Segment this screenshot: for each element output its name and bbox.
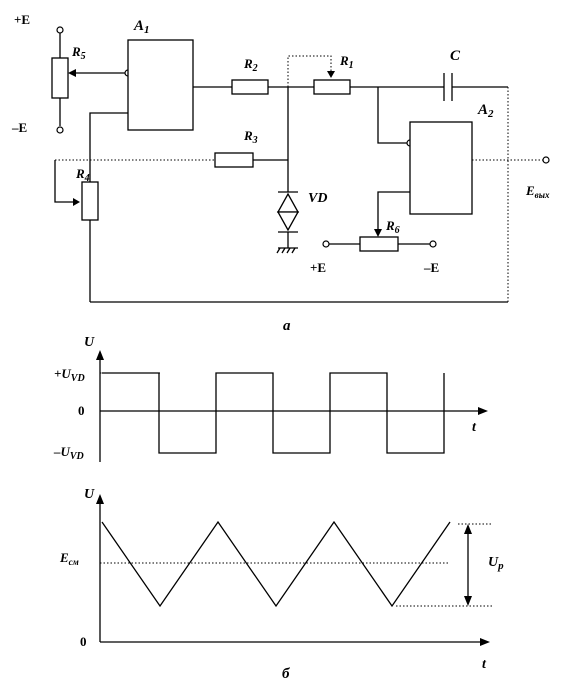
label-a2: A2: [477, 102, 494, 120]
chart2-xlabel: t: [482, 657, 487, 672]
x-axis-arrow: [478, 407, 488, 415]
chart-square-wave: U t +UVD 0 –UVD: [53, 335, 488, 462]
label-vd: VD: [308, 191, 327, 206]
ground-hatch: [276, 247, 296, 254]
label-r4: R4: [75, 166, 90, 184]
y-axis-arrow: [96, 350, 104, 360]
terminal-plus-e-bottom: [322, 240, 330, 248]
arrow-r5-wiper: [68, 69, 76, 77]
tick-label-minus-uvd: –UVD: [53, 444, 84, 462]
opamp-a1: [127, 39, 194, 131]
label-r1: R1: [339, 53, 354, 71]
opamp-a2: [409, 121, 473, 215]
wire-r1-wiper: [287, 55, 332, 87]
amplitude-arrow-bottom: [464, 596, 472, 606]
y-axis-arrow: [96, 494, 104, 504]
resistor-r1: [313, 79, 351, 95]
arrow-r4-wiper: [73, 198, 80, 206]
label-e-out: Eвых: [525, 183, 550, 200]
terminal-plus-e: [56, 26, 64, 34]
terminal-e-out: [542, 156, 550, 164]
arrow-r6-wiper: [374, 229, 382, 237]
series-triangle-wave: [101, 520, 451, 608]
zener-vd-lower: [276, 211, 300, 232]
label-r3: R3: [243, 128, 258, 146]
chart1-ylabel: U: [84, 335, 95, 350]
zener-vd-upper: [276, 192, 300, 213]
chart1-xlabel: t: [472, 420, 477, 435]
resistor-r2: [231, 79, 269, 95]
amplitude-arrow-top: [464, 524, 472, 534]
arrow-r1-wiper: [327, 71, 335, 78]
resistor-r6: [359, 236, 399, 252]
circuit-schematic: +E –E A1 R5 R2 R1 C A2 R3 R4 VD Eвых R6 …: [11, 12, 550, 334]
terminal-minus-e-bottom: [429, 240, 437, 248]
tick-label-ecm: Eсм: [59, 550, 79, 567]
label-plus-e-left: +E: [14, 12, 30, 27]
amplitude-label: Uр: [488, 555, 504, 572]
label-r6: R6: [385, 218, 400, 236]
resistor-r3: [214, 152, 254, 168]
wire: [377, 87, 407, 144]
resistor-r4: [81, 181, 99, 221]
caption-a: а: [283, 318, 291, 334]
tick-label-zero-2: 0: [80, 634, 87, 649]
wire-r6-wiper: [377, 191, 410, 232]
label-a1: A1: [133, 18, 150, 36]
chart-triangle-wave: U t Eсм 0 Uр: [59, 487, 504, 672]
wire: [89, 112, 128, 182]
label-minus-e-bottom: –E: [423, 260, 439, 275]
terminal-minus-e: [56, 126, 64, 134]
resistor-r5: [51, 57, 69, 99]
label-c: C: [450, 48, 461, 64]
series-square-wave: [102, 372, 445, 454]
wire-r4-wiper: [54, 160, 76, 203]
chart2-ylabel: U: [84, 487, 95, 502]
label-r5: R5: [71, 44, 86, 62]
x-axis-arrow: [480, 638, 490, 646]
label-r2: R2: [243, 56, 258, 74]
label-minus-e-left: –E: [11, 120, 27, 135]
tick-label-zero: 0: [78, 403, 85, 418]
tick-label-plus-uvd: +UVD: [54, 366, 85, 384]
caption-b: б: [282, 666, 290, 682]
label-plus-e-bottom: +E: [310, 260, 326, 275]
